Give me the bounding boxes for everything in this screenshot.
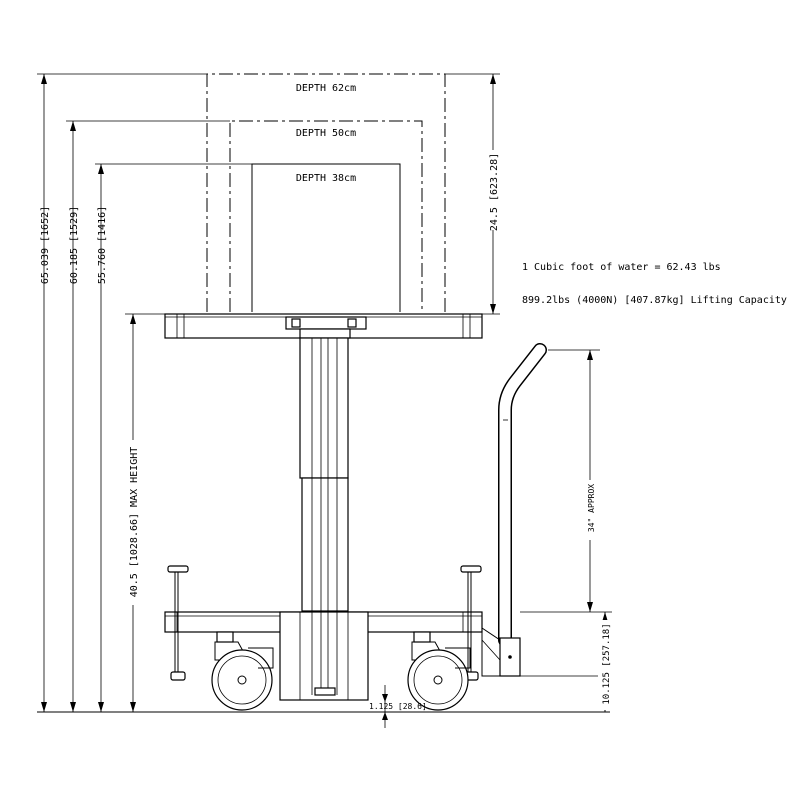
bin-outline-50 bbox=[229, 120, 423, 312]
dimension-ground-clearance bbox=[382, 685, 388, 728]
dimension-base-height bbox=[520, 612, 612, 712]
lift-column bbox=[299, 337, 349, 612]
max-height-label-bg bbox=[127, 440, 139, 605]
base-frame bbox=[164, 611, 483, 713]
bin-outline-62 bbox=[206, 73, 446, 312]
overall-height-50-label: 60.185 [1529] bbox=[69, 206, 80, 284]
depth-62-label: DEPTH 62cm bbox=[296, 83, 356, 94]
depth-38-label: DEPTH 38cm bbox=[296, 173, 356, 184]
dimension-bin-height bbox=[445, 73, 500, 315]
base-height-label: 10.125 [257.18] bbox=[602, 623, 612, 704]
dimension-handle-height bbox=[520, 349, 612, 613]
leveling-foot-left bbox=[167, 565, 189, 681]
caster-left bbox=[211, 631, 274, 711]
overall-height-62-label: 65.039 [1652] bbox=[40, 206, 51, 284]
lifting-capacity-note: 899.2lbs (4000N) [407.87kg] Lifting Capa… bbox=[522, 295, 787, 306]
handle-height-label: 34" APPROX bbox=[587, 484, 596, 532]
max-height-label: 40.5 [1028.66] MAX HEIGHT bbox=[129, 447, 140, 598]
bin-outline-38 bbox=[251, 163, 401, 312]
bin-height-label: 24.5 [623.28] bbox=[489, 153, 500, 231]
overall-height-38-label: 55.760 [1416] bbox=[97, 206, 108, 284]
top-platform bbox=[164, 313, 483, 339]
caster-right bbox=[407, 631, 471, 711]
push-handle bbox=[481, 343, 547, 677]
depth-50-label: DEPTH 50cm bbox=[296, 128, 356, 139]
water-weight-note: 1 Cubic foot of water = 62.43 lbs bbox=[522, 262, 721, 273]
ground-clearance-label: 1.125 [28.6] bbox=[369, 702, 427, 711]
